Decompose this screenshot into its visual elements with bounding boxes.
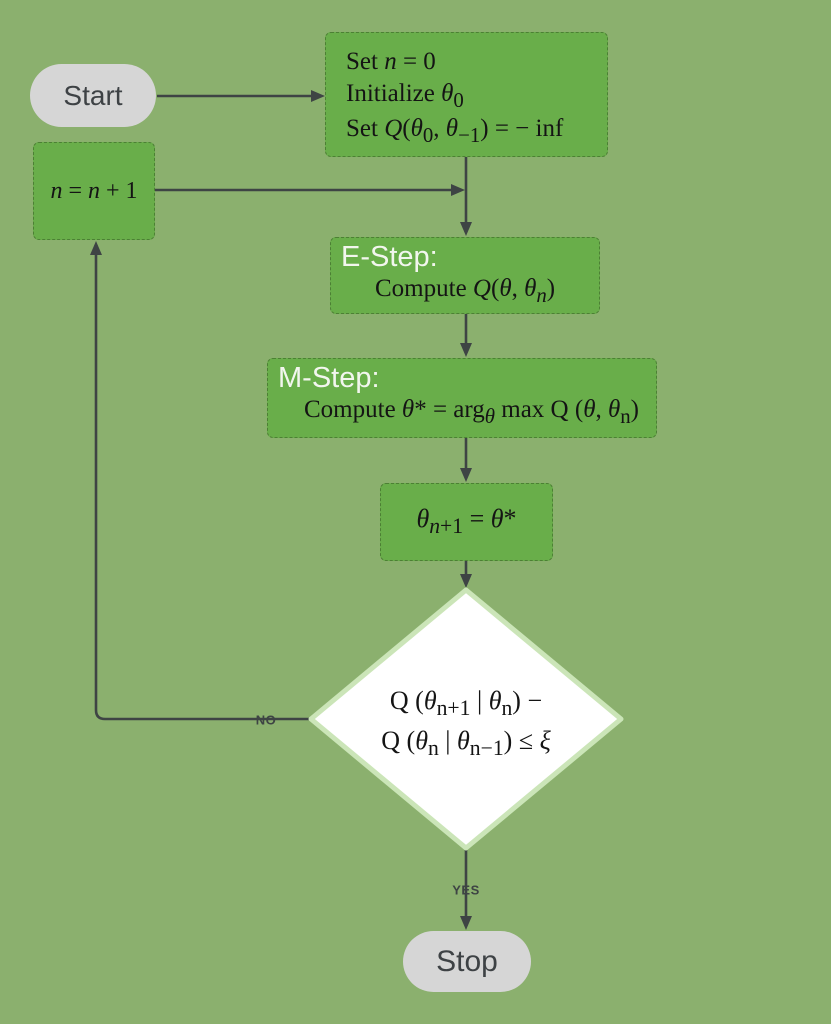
arrowhead-start-to-init xyxy=(311,90,325,102)
start-node: Start xyxy=(30,64,156,127)
yes-edge-label: YES xyxy=(452,882,480,898)
init-line-2: Initialize θ0 xyxy=(346,79,464,112)
init-line-1: Set n = 0 xyxy=(346,48,436,75)
update-formula: θn+1 = θ* xyxy=(416,504,517,539)
decision-node-text: Q (θn+1 | θn) − Q (θn | θn−1) ≤ ξ xyxy=(336,683,596,764)
stop-label: Stop xyxy=(436,944,498,978)
mstep-title: M-Step: xyxy=(278,362,380,394)
arrowhead-no-loop xyxy=(90,241,102,255)
stop-node: Stop xyxy=(403,931,531,992)
arrowhead-increment-to-junction xyxy=(451,184,465,196)
arrowhead-mstep-to-update xyxy=(460,468,472,482)
init-node: Set n = 0 Initialize θ0 Set Q(θ0, θ−1) =… xyxy=(325,32,608,157)
decision-line-1: Q (θn+1 | θn) − xyxy=(389,686,543,721)
init-line-3: Set Q(θ0, θ−1) = − inf xyxy=(346,114,564,147)
arrowhead-estep-to-mstep xyxy=(460,343,472,357)
arrowhead-update-to-decision xyxy=(460,574,472,588)
update-node: θn+1 = θ* xyxy=(380,483,553,561)
decision-diamond-shape xyxy=(308,587,624,851)
no-edge-label: NO xyxy=(255,712,277,728)
estep-title: E-Step: xyxy=(341,241,438,273)
arrowhead-yes-to-stop xyxy=(460,916,472,930)
estep-node: E-Step: Compute Q(θ, θn) xyxy=(330,237,600,314)
increment-node: n = n + 1 xyxy=(33,142,155,240)
mstep-formula: Compute θ* = argθ max Q (θ, θn) xyxy=(304,396,639,429)
arrowhead-init-to-estep xyxy=(460,222,472,236)
edge-decision-no-loop xyxy=(94,252,311,721)
mstep-node: M-Step: Compute θ* = argθ max Q (θ, θn) xyxy=(267,358,657,438)
estep-formula: Compute Q(θ, θn) xyxy=(375,275,556,308)
decision-line-2: Q (θn | θn−1) ≤ ξ xyxy=(381,726,551,761)
start-label: Start xyxy=(63,79,123,111)
increment-formula: n = n + 1 xyxy=(50,177,138,204)
